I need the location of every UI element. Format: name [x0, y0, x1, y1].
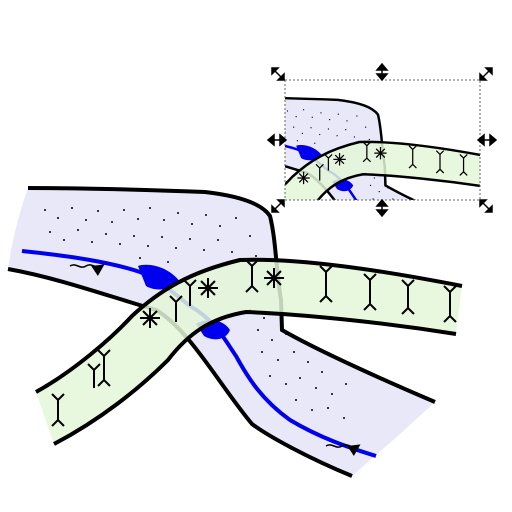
resize-handle-right[interactable] [476, 133, 498, 147]
resize-handle-bottom-left[interactable] [271, 199, 285, 213]
selected-object[interactable] [216, 79, 497, 276]
selection-handles [266, 62, 498, 218]
resize-handle-top-right[interactable] [479, 67, 493, 81]
resize-handle-top-left[interactable] [271, 67, 285, 81]
resize-handle-top[interactable] [375, 62, 389, 82]
resize-handle-bottom[interactable] [375, 198, 389, 218]
resize-handle-left[interactable] [266, 133, 288, 147]
main-illustration [8, 188, 462, 476]
resize-handle-bottom-right[interactable] [479, 199, 493, 213]
